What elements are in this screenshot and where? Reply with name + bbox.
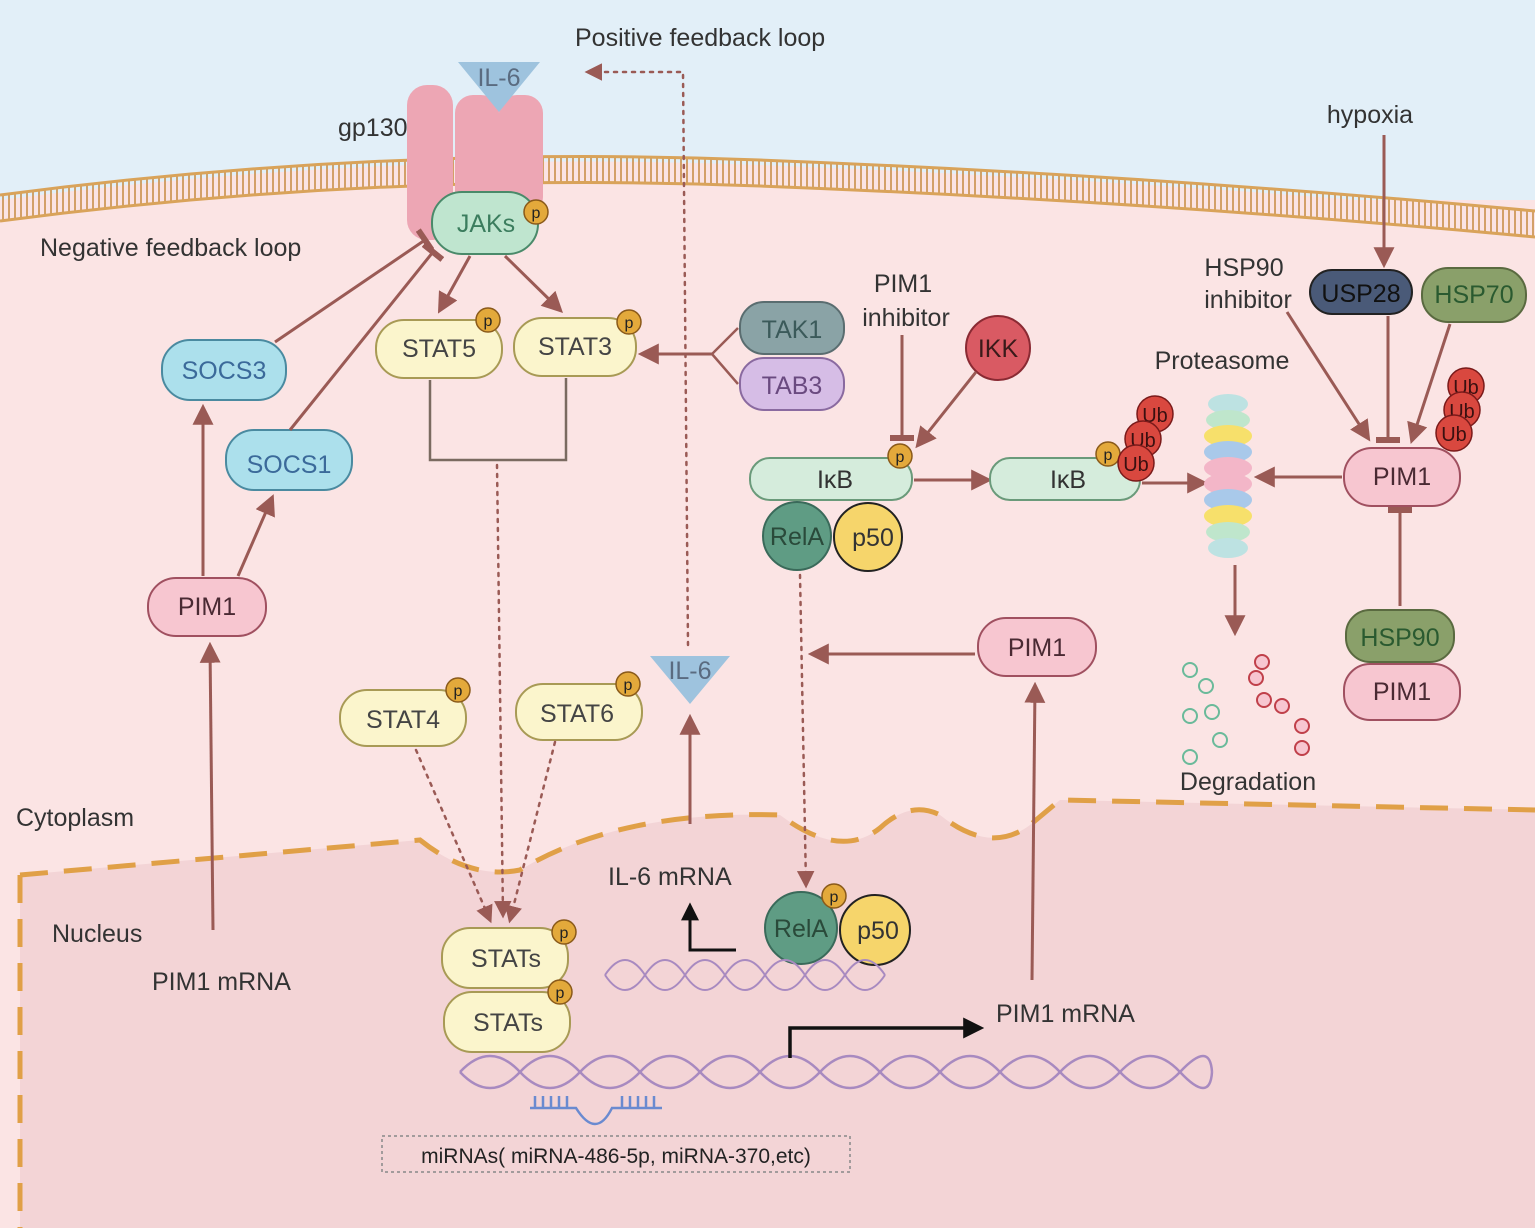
hsp90-pim1-complex: HSP90 PIM1 (1343, 609, 1461, 721)
proteasome (1204, 394, 1252, 558)
pim1-mrna-right-label: PIM1 mRNA (996, 1000, 1135, 1028)
il6-ligand-top (458, 62, 540, 112)
dna-large (459, 1054, 1214, 1090)
svg-text:IκB: IκB (1050, 466, 1086, 494)
svg-text:p: p (1104, 447, 1113, 464)
svg-text:HSP90: HSP90 (1360, 624, 1439, 652)
tab3-node: TAB3 (739, 357, 845, 411)
svg-text:p: p (532, 205, 541, 222)
svg-text:TAK1: TAK1 (762, 316, 823, 344)
mirnas-box (381, 1135, 851, 1173)
nucleus-label: Nucleus (52, 920, 142, 948)
svg-text:RelA: RelA (770, 523, 825, 551)
svg-text:JAKs: JAKs (457, 210, 515, 238)
proteasome-label: Proteasome (1155, 347, 1290, 375)
pim1-transcription-arrow (788, 1017, 985, 1058)
svg-text:p: p (560, 925, 569, 942)
svg-text:p: p (484, 313, 493, 330)
svg-text:p: p (625, 315, 634, 332)
jaks-node: JAKs p (431, 191, 549, 255)
mirna-binding (530, 1096, 662, 1126)
svg-text:p50: p50 (852, 524, 894, 552)
svg-text:SOCS3: SOCS3 (182, 357, 267, 385)
stat6-node: STAT6 p (515, 671, 643, 741)
usp28-node: USP28 (1309, 269, 1413, 315)
il6-ligand-mid (650, 656, 730, 704)
stat4-node: STAT4 p (339, 677, 471, 747)
stat5-node: STAT5 p (375, 307, 503, 379)
hsp90-inhibitor-label: HSP90 (1204, 254, 1283, 282)
svg-text:STATs: STATs (473, 1009, 543, 1037)
gp130-receptor (407, 85, 543, 240)
svg-text:Ub: Ub (1123, 454, 1149, 476)
svg-text:IKK: IKK (978, 335, 1019, 363)
svg-text:inhibitor: inhibitor (862, 304, 950, 332)
hypoxia-label: hypoxia (1327, 101, 1413, 129)
pim1-center-node: PIM1 (977, 617, 1097, 677)
svg-text:p: p (454, 683, 463, 700)
svg-text:p: p (830, 889, 839, 906)
pim1-left-node: PIM1 (147, 577, 267, 637)
svg-text:p: p (556, 985, 565, 1002)
svg-text:TAB3: TAB3 (762, 372, 823, 400)
pim1-mrna-left-label: PIM1 mRNA (152, 968, 291, 996)
stat3-node: STAT3 p (513, 309, 642, 377)
ikk-node: IKK (965, 315, 1031, 381)
stats-dimer: STATs p STATs p (441, 919, 577, 1053)
svg-text:PIM1: PIM1 (1373, 463, 1431, 491)
ikb-complex-1: IκB p RelA p50 (749, 443, 913, 572)
svg-text:STAT6: STAT6 (540, 700, 614, 728)
svg-text:STAT5: STAT5 (402, 335, 476, 363)
svg-text:STATs: STATs (471, 945, 541, 973)
ikb-ubiquitinated: IκB p Ub Ub Ub (989, 395, 1174, 501)
cytoplasm-label: Cytoplasm (16, 804, 134, 832)
svg-text:HSP70: HSP70 (1434, 281, 1513, 309)
nucleus-region (20, 800, 1535, 1228)
svg-text:p50: p50 (857, 917, 899, 945)
il6-mrna-label: IL-6 mRNA (608, 863, 732, 891)
svg-text:IκB: IκB (817, 466, 853, 494)
svg-text:PIM1: PIM1 (178, 593, 236, 621)
svg-text:STAT4: STAT4 (366, 706, 440, 734)
svg-text:SOCS1: SOCS1 (247, 451, 332, 479)
positive-feedback-label: Positive feedback loop (575, 24, 825, 52)
svg-text:IL-6: IL-6 (477, 64, 520, 92)
negative-feedback-label: Negative feedback loop (40, 234, 301, 262)
tak1-node: TAK1 (739, 301, 845, 355)
svg-text:Ub: Ub (1441, 424, 1467, 446)
pim1-inhibitor-label: PIM1 (874, 270, 932, 298)
svg-text:inhibitor: inhibitor (1204, 286, 1292, 314)
degradation-fragments (1182, 654, 1310, 765)
hsp70-node: HSP70 (1421, 267, 1527, 323)
svg-text:USP28: USP28 (1321, 280, 1400, 308)
svg-text:p: p (624, 677, 633, 694)
svg-text:STAT3: STAT3 (538, 333, 612, 361)
svg-text:PIM1: PIM1 (1008, 634, 1066, 662)
svg-text:PIM1: PIM1 (1373, 678, 1431, 706)
pim1-right-node: PIM1 Ub Ub Ub (1343, 367, 1485, 507)
socs1-node: SOCS1 (225, 429, 353, 491)
socs3-node: SOCS3 (161, 339, 287, 401)
dna-small (604, 959, 886, 991)
svg-text:RelA: RelA (774, 915, 829, 943)
rela-p50-nuclear: p50 RelA p (764, 883, 911, 966)
svg-text:IL-6: IL-6 (668, 657, 711, 685)
nuclear-envelope (19, 797, 1535, 878)
svg-text:p: p (896, 449, 905, 466)
cell-membrane (0, 156, 1535, 237)
il6-transcription-arrow (681, 902, 736, 952)
gp130-label: gp130 (338, 114, 408, 142)
mirnas-label: miRNAs( miRNA-486-5p, miRNA-370,etc) (421, 1145, 811, 1168)
degradation-label: Degradation (1180, 768, 1316, 796)
